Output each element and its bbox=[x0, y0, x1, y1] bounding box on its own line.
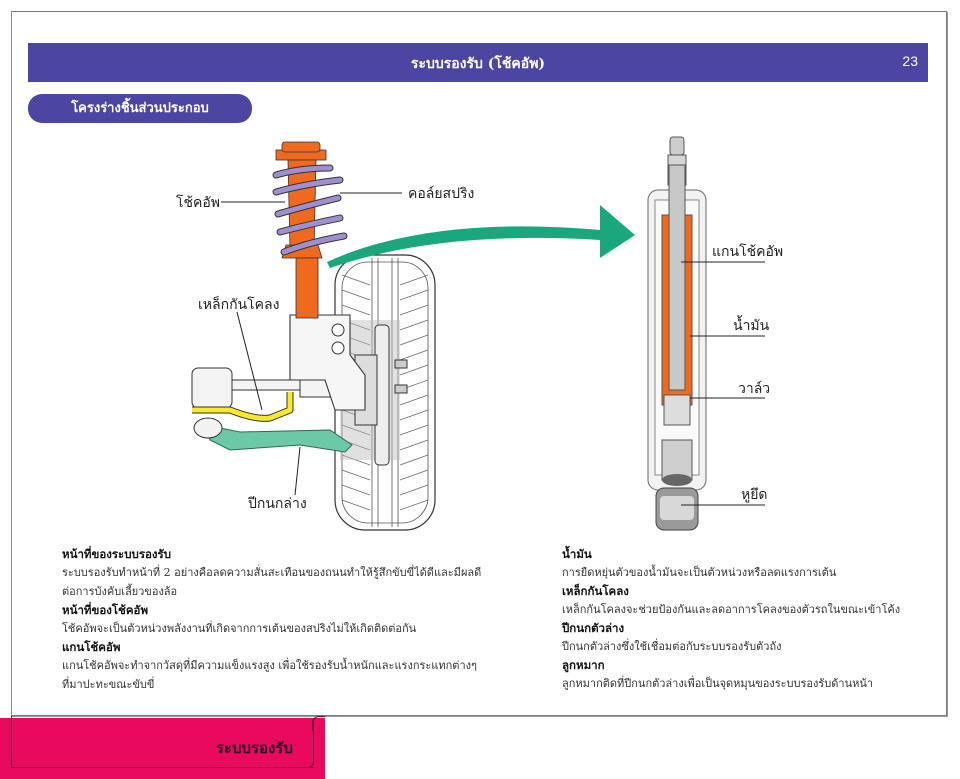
label-coil-spring: คอล์ยสปริง bbox=[408, 186, 475, 202]
right-description-column: น้ำมัน การยืดหยุ่นตัวของน้ำมันจะเป็นตัวห… bbox=[562, 545, 942, 693]
heading-stabilizer: เหล็กกันโคลง bbox=[562, 584, 629, 598]
label-shock-absorber: โช้คอัพ bbox=[176, 195, 221, 211]
heading-lower-arm: ปีกนกตัวล่าง bbox=[562, 621, 625, 635]
suspension-diagram bbox=[191, 136, 765, 531]
steering-knuckle bbox=[289, 314, 366, 411]
left-description-column: หน้าที่ของระบบรองรับ ระบบรองรับทำหน้าที่… bbox=[62, 545, 482, 694]
text-oil: การยืดหยุ่นตัวของน้ำมันจะเป็นตัวหน่วงหรื… bbox=[562, 566, 837, 579]
label-piston-rod: แกนโช้คอัพ bbox=[712, 244, 784, 260]
heading-ball-joint: ลูกหมาก bbox=[562, 658, 605, 672]
chapter-tab-label: ระบบรองรับ bbox=[215, 739, 293, 757]
lower-arm bbox=[204, 424, 353, 453]
chapter-tab-border: ระบบรองรับ bbox=[11, 716, 314, 768]
header-bar: ระบบรองรับ (โช้คอัพ) 23 bbox=[28, 43, 928, 82]
heading-suspension-function: หน้าที่ของระบบรองรับ bbox=[62, 547, 171, 561]
page-number: 23 bbox=[902, 53, 918, 69]
text-piston-rod: แกนโช้คอัพจะทำจากวัสดุที่มีความแข็งแรงสู… bbox=[62, 659, 477, 691]
arrow-illustration bbox=[327, 205, 635, 268]
leader-lines-left bbox=[221, 192, 402, 496]
chapter-tab-corner bbox=[312, 716, 325, 731]
label-lower-arm: ปีกนกล่าง bbox=[248, 496, 307, 512]
page-frame bbox=[11, 11, 947, 716]
section-heading: โครงร่างชิ้นส่วนประกอบ bbox=[28, 94, 252, 123]
text-stabilizer: เหล็กกันโคลงจะช่วยป้องกันและลดอาการโคลงข… bbox=[562, 603, 901, 616]
chapter-tab[interactable]: ระบบรองรับ bbox=[0, 716, 325, 779]
label-valve: วาล์ว bbox=[738, 381, 771, 397]
text-suspension-function: ระบบรองรับทำหน้าที่ 2 อย่างคือลดความสั่น… bbox=[62, 566, 482, 598]
label-mounting-eye: หูยึด bbox=[741, 487, 768, 503]
page-title: ระบบรองรับ (โช้คอัพ) bbox=[410, 56, 546, 72]
shock-absorber-cutaway bbox=[647, 136, 707, 531]
leader-lines-right bbox=[681, 261, 765, 506]
text-shock-function: โช้คอัพจะเป็นตัวหน่วงพลังงานที่เกิดจากกา… bbox=[62, 622, 417, 635]
heading-oil: น้ำมัน bbox=[562, 547, 592, 561]
text-lower-arm: ปีกนกตัวล่างซึ่งใช้เชื่อมต่อกับระบบรองรั… bbox=[562, 640, 782, 653]
coil-spring-illustration bbox=[272, 164, 348, 256]
label-oil: น้ำมัน bbox=[733, 318, 770, 334]
text-ball-joint: ลูกหมากติดที่ปีกนกตัวล่างเพื่อเป็นจุดหมุ… bbox=[562, 677, 874, 690]
label-stabilizer-bar: เหล็กกันโคลง bbox=[198, 297, 280, 313]
heading-piston-rod: แกนโช้คอัพ bbox=[62, 640, 121, 654]
heading-shock-function: หน้าที่ของโช้คอัพ bbox=[62, 603, 149, 617]
